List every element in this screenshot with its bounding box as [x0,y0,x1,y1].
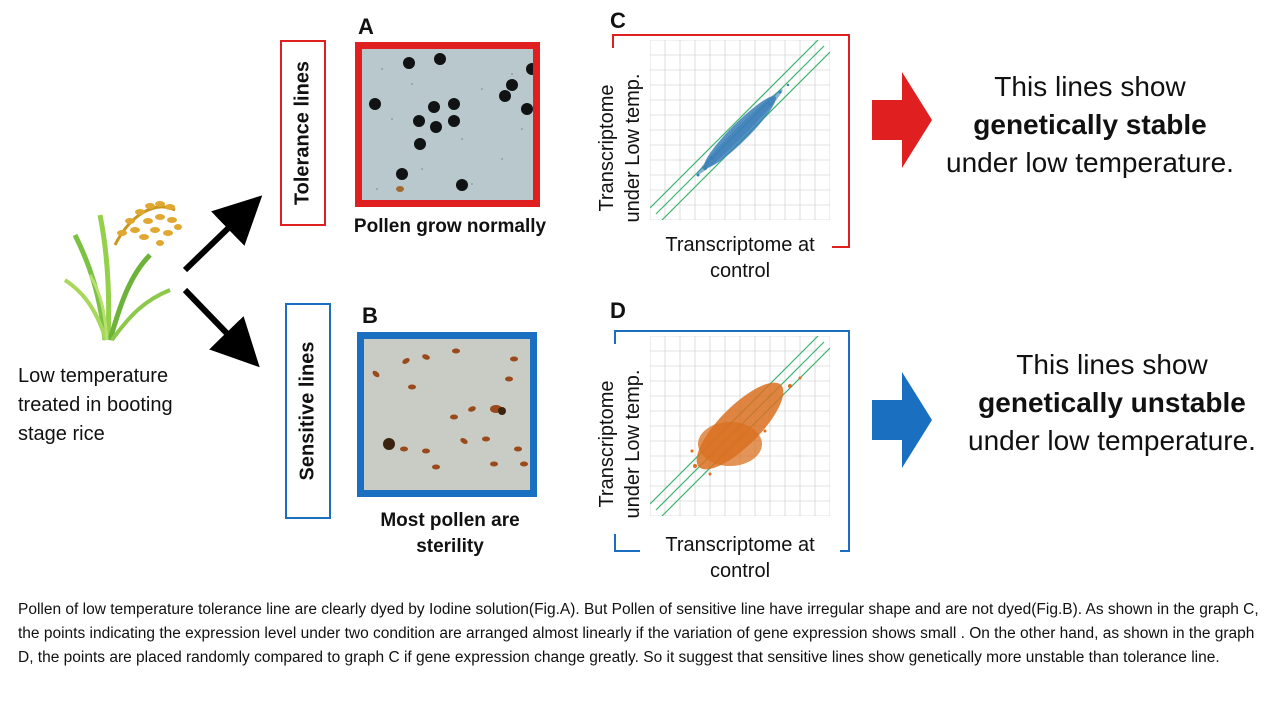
row-label-box-tolerance: Tolerance lines [280,40,326,226]
conclusion-sensitive-line-3: under low temperature. [968,425,1256,456]
graph-frame-c-top-left [612,34,628,48]
pollen-photo-tolerance [355,42,540,207]
x-axis-label-d: Transcriptome at control [640,532,840,584]
row-label-tolerance: Tolerance lines [291,60,314,206]
scatter-plot-d [650,336,830,516]
conclusion-tolerance-line-3: under low temperature. [946,147,1234,178]
photo-caption-sensitive-line-1: Most pollen are [380,510,520,531]
pollen-photo-sensitive [357,332,537,497]
x-axis-label-c: Transcriptome at control [640,232,840,284]
y-axis-label-c-line-1: Transcriptome [596,84,618,212]
x-axis-label-d-line-2: control [709,560,771,582]
photo-caption-tolerance: Pollen grow normally [353,216,547,237]
y-axis-label-d: Transcriptome under Low temp. [594,344,646,544]
graph-frame-d-top-left [614,330,630,344]
arrow-down [182,287,260,368]
panel-letter-b: B [362,303,378,328]
conclusion-sensitive-line-1: This lines show [1016,349,1208,380]
treatment-caption: Low temperature treated in booting stage… [18,362,218,449]
scatter-plot-c [650,40,830,220]
result-arrow-blue [872,372,932,468]
y-axis-label-d-line-1: Transcriptome [596,380,618,508]
point-cloud-c [696,83,790,177]
treatment-caption-line-3: stage rice [18,423,105,445]
y-axis-label-c-line-2: under Low temp. [622,73,644,223]
x-axis-label-c-line-1: Transcriptome at [665,234,815,256]
rice-plant-illustration [63,201,182,342]
graph-frame-c [612,34,850,248]
x-axis-label-d-line-1: Transcriptome at [665,534,815,556]
conclusion-tolerance-bold: genetically stable [973,109,1207,140]
panel-letter-d: D [610,298,626,323]
treatment-caption-line-2: treated in booting [18,394,173,416]
conclusion-tolerance-line-1: This lines show [994,71,1186,102]
treatment-caption-line-1: Low temperature [18,365,169,387]
graph-frame-c-bottom-right [832,230,850,248]
x-axis-label-c-line-2: control [709,260,771,282]
graph-frame-d-bottom-left [614,534,630,550]
panel-letter-c: C [610,8,626,33]
branch-arrows [182,195,263,368]
y-axis-label-d-line-2: under Low temp. [622,369,644,519]
explanation-paragraph: Pollen of low temperature tolerance line… [18,601,1259,666]
result-arrow-red [872,72,932,168]
conclusion-sensitive: This lines show genetically unstable und… [942,346,1280,460]
photo-caption-sensitive-line-2: sterility [416,536,484,557]
conclusion-tolerance: This lines show genetically stable under… [920,68,1260,182]
row-label-sensitive: Sensitive lines [296,341,319,481]
photo-caption-sensitive: Most pollen are sterility [345,508,555,560]
point-cloud-d [690,376,802,476]
y-axis-label-c: Transcriptome under Low temp. [594,48,646,248]
arrow-up [182,195,263,273]
panel-letter-a: A [358,14,374,39]
row-label-box-sensitive: Sensitive lines [285,303,331,519]
conclusion-sensitive-bold: genetically unstable [978,387,1246,418]
